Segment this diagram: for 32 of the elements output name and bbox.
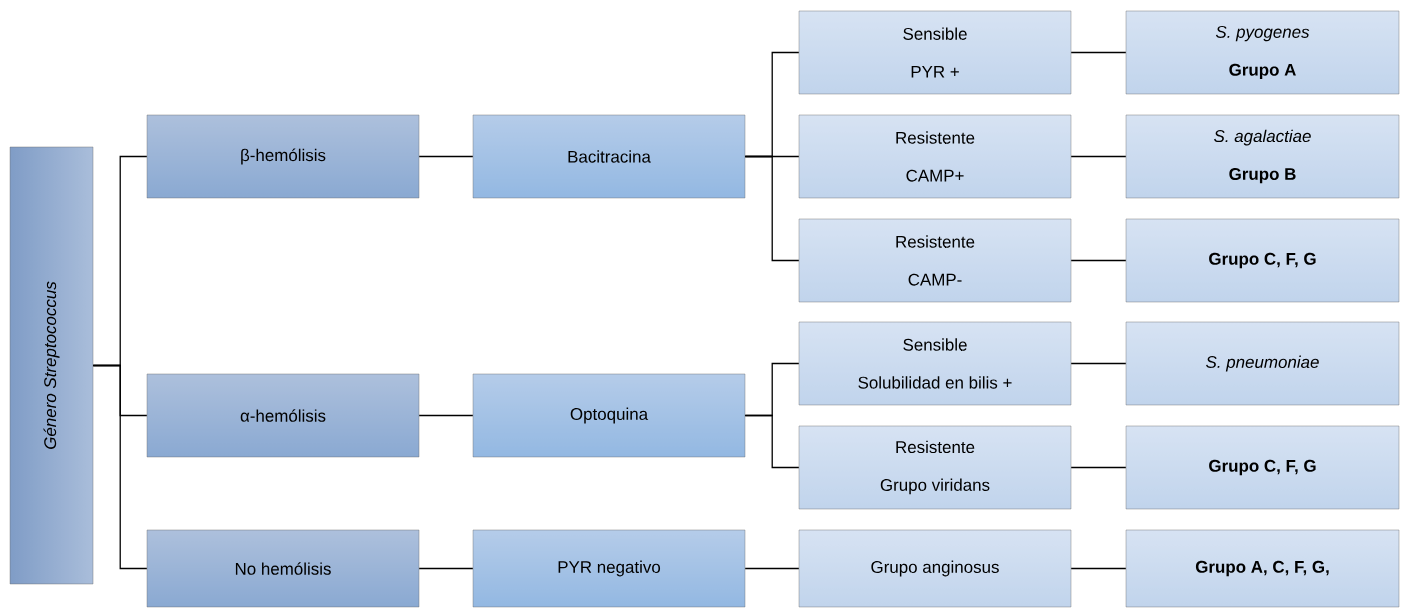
connector-line [418,155,474,158]
connector-line [1070,51,1127,54]
process-box: α-hemólisis [146,373,420,458]
process-box: Grupo A, C, F, G, [1125,529,1400,608]
connector-line [1070,362,1127,365]
process-box: S. agalactiae Grupo B [1125,114,1400,199]
process-box: Sensible PYR + [798,10,1072,95]
process-box: S. pyogenes Grupo A [1125,10,1400,95]
connector-line [744,567,800,570]
process-box: Bacitracina [472,114,746,199]
process-box: S. pneumoniae [1125,321,1400,406]
connector-line [1070,155,1127,158]
process-box: Resistente CAMP+ [798,114,1072,199]
connector-line [1070,567,1127,570]
process-box: Grupo C, F, G [1125,218,1400,303]
connector-line [744,414,800,469]
connector-line [1070,466,1127,469]
connector-line [418,414,474,417]
process-box: Optoquina [472,373,746,458]
process-box: Sensible Solubilidad en bilis + [798,321,1072,406]
connector-line [92,364,148,570]
process-box: Grupo C, F, G [1125,425,1400,510]
process-box: No hemólisis [146,529,420,608]
process-box: Resistente CAMP- [798,218,1072,303]
genus-box: Género Streptococcus [9,146,94,585]
process-box: PYR negativo [472,529,746,608]
process-box: Grupo anginosus [798,529,1072,608]
process-box: Resistente Grupo viridans [798,425,1072,510]
connector-line [1070,259,1127,262]
process-box: β-hemólisis [146,114,420,199]
connector-line [744,155,800,262]
connector-line [418,567,474,570]
